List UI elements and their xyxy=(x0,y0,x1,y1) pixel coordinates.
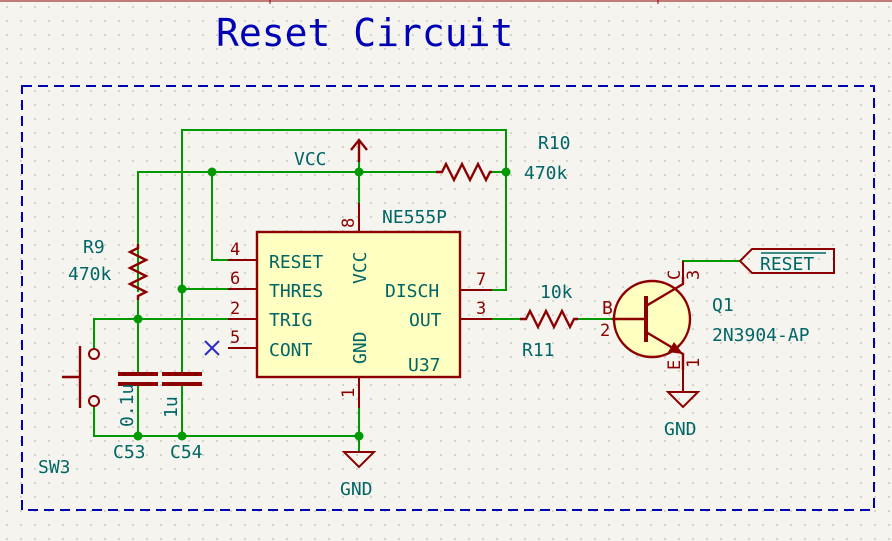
reset-net-label: RESET xyxy=(738,248,835,275)
r11-value: 10k xyxy=(540,282,573,303)
pin-num-2: 2 xyxy=(230,299,240,319)
reset-net-text: RESET xyxy=(760,254,814,275)
q1-emitter-letter: E xyxy=(665,360,685,370)
group-box xyxy=(21,85,875,511)
vcc-label: VCC xyxy=(294,149,327,170)
r9-value: 470k xyxy=(68,264,112,285)
r10-value: 470k xyxy=(524,163,568,184)
gnd-label-q1: GND xyxy=(664,419,697,440)
sheet-title: Reset Circuit xyxy=(216,11,513,55)
resistor-r11: 10k R11 xyxy=(520,282,578,361)
ic-u37: RESET THRES TRIG CONT DISCH OUT VCC GND … xyxy=(204,203,492,408)
pin-name-thres: THRES xyxy=(269,281,323,302)
sw3-ref: SW3 xyxy=(38,457,71,478)
capacitor-c53: 0.1u C53 xyxy=(113,372,158,463)
capacitor-c54: 1u C54 xyxy=(161,372,203,463)
r10-ref: R10 xyxy=(538,133,571,154)
r11-ref: R11 xyxy=(522,340,555,361)
c53-value: 0.1u xyxy=(117,384,138,427)
r9-ref: R9 xyxy=(83,237,105,258)
wires xyxy=(93,129,740,452)
vcc-symbol: VCC xyxy=(294,138,368,170)
pin-name-vcc: VCC xyxy=(350,251,371,284)
pin-num-8: 8 xyxy=(339,218,359,228)
q1-base-letter: B xyxy=(602,298,613,319)
pin-num-4: 4 xyxy=(230,240,240,260)
pin-num-5: 5 xyxy=(230,328,240,348)
q1-part: 2N3904-AP xyxy=(712,325,810,346)
c53-ref: C53 xyxy=(113,442,146,463)
gnd-symbol-q1: GND xyxy=(664,391,701,440)
switch-sw3: SW3 xyxy=(38,346,100,478)
c54-value: 1u xyxy=(161,396,182,418)
gnd-symbol-main: GND xyxy=(340,451,377,500)
pin-name-gnd: GND xyxy=(350,331,371,364)
pin-name-disch: DISCH xyxy=(385,281,439,302)
ic-part-label: NE555P xyxy=(382,207,447,228)
transistor-q1: B 2 C 3 E 1 Q1 2N3904-AP xyxy=(600,261,810,392)
ic-ref-label: U37 xyxy=(408,355,441,376)
pin-name-trig: TRIG xyxy=(269,310,312,331)
q1-emitter-num: 1 xyxy=(684,358,704,368)
pin-num-1: 1 xyxy=(339,388,359,398)
pin-name-out: OUT xyxy=(409,310,442,331)
junctions xyxy=(133,167,511,441)
pin-name-cont: CONT xyxy=(269,340,313,361)
q1-base-num: 2 xyxy=(600,321,610,341)
c54-ref: C54 xyxy=(170,442,203,463)
pin-num-7: 7 xyxy=(476,270,486,290)
pin-name-reset: RESET xyxy=(269,252,323,273)
gnd-label-main: GND xyxy=(340,479,373,500)
resistor-r10: R10 470k xyxy=(436,133,571,184)
pin-num-3: 3 xyxy=(476,299,486,319)
sheet-frame-top xyxy=(0,0,892,4)
q1-collector-num: 3 xyxy=(684,270,704,280)
q1-ref: Q1 xyxy=(712,295,734,316)
pin-num-6: 6 xyxy=(230,269,240,289)
q1-collector-letter: C xyxy=(665,270,685,280)
no-connect-marker xyxy=(204,340,220,356)
resistor-r9: R9 470k xyxy=(68,237,149,300)
